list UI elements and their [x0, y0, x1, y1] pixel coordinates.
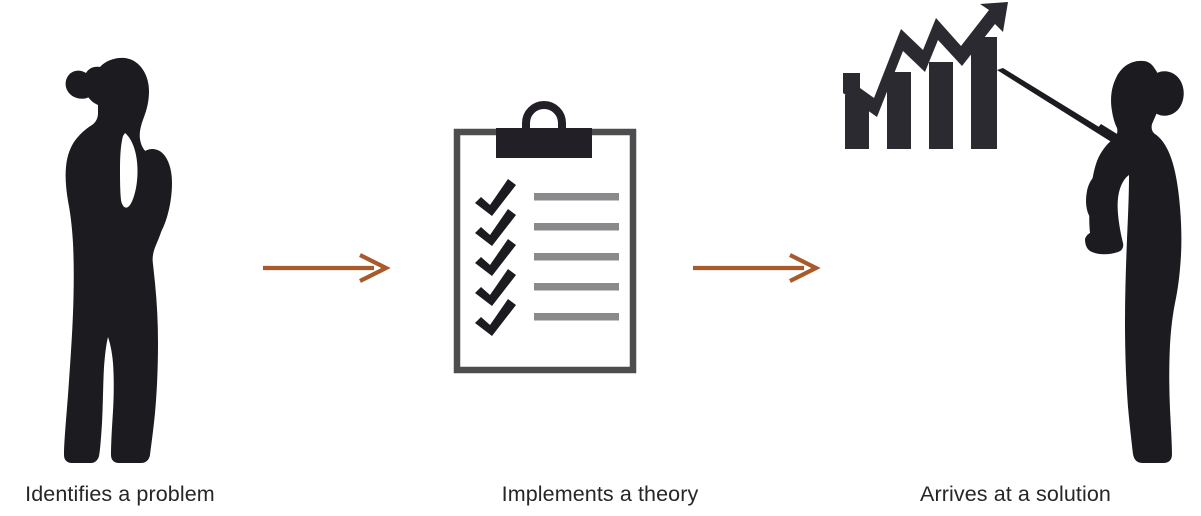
clipboard-handle: [522, 101, 566, 134]
chart-bar: [929, 62, 953, 149]
step-caption: Arrives at a solution: [920, 482, 1111, 506]
step-implements-a-theory: Implements a theory: [400, 0, 800, 516]
clipboard-clip: [496, 128, 592, 158]
chart-bar: [971, 37, 997, 149]
thinking-person-silhouette: [48, 55, 178, 465]
trend-arrow-icon: [843, 2, 1008, 117]
step-caption: Implements a theory: [501, 482, 699, 506]
check-icon: [475, 179, 516, 216]
chart-bars: [845, 37, 997, 149]
clipboard-frame: [453, 128, 637, 374]
step-caption: Identifies a problem: [25, 482, 215, 506]
ruled-line: [534, 253, 619, 261]
ruled-line: [534, 223, 619, 231]
ruled-line: [534, 313, 619, 321]
check-icon: [475, 209, 516, 246]
right-arrow-icon: [692, 252, 821, 284]
right-arrow-icon: [262, 252, 391, 284]
check-icon: [475, 239, 516, 276]
check-icon: [475, 299, 516, 336]
chart-bar: [887, 72, 911, 149]
check-icon: [475, 269, 516, 306]
presenter-silhouette: [1085, 55, 1201, 465]
growth-bar-chart-icon: [841, 2, 1016, 154]
clipboard-checklist-icon: [453, 101, 646, 375]
ruled-line: [534, 193, 619, 201]
step-arrives-at-a-solution: Arrives at a solution: [830, 0, 1201, 516]
ruled-line: [534, 283, 619, 291]
step-identifies-a-problem: Identifies a problem: [0, 0, 240, 516]
